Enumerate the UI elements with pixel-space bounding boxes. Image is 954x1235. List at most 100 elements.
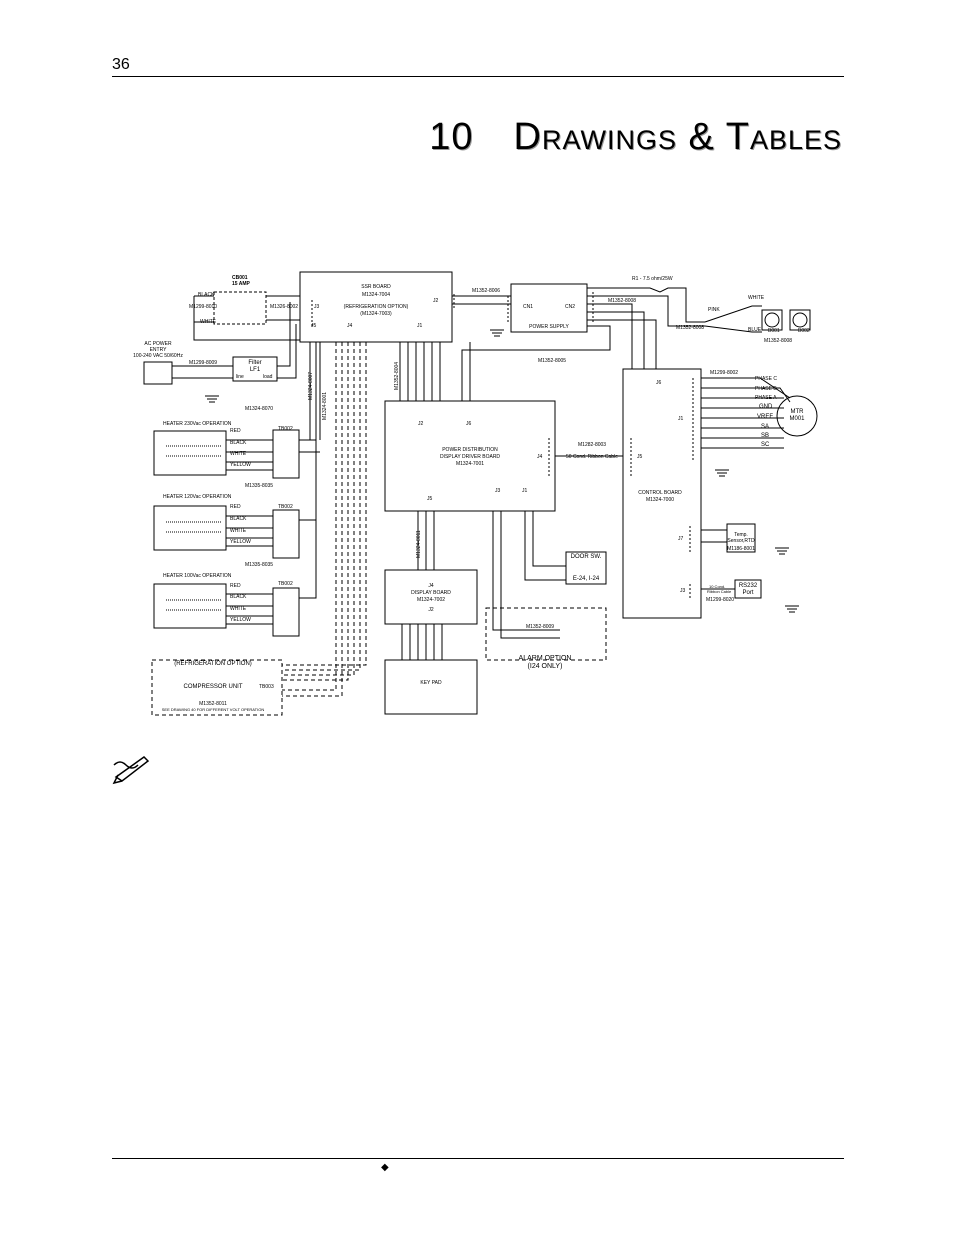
ssr-j3: J3 [314,304,320,310]
wire-yellow-1: YELLOW [230,462,251,468]
keypad-box [384,659,478,715]
pdd-line2: DISPLAY DRIVER BOARD [440,454,500,460]
page-number: 36 [112,56,130,73]
control-j7: J7 [678,536,684,542]
heater-1-cable: M1324-8070 [245,406,273,412]
ac-l3: 100-240 VAC 50/60Hz [133,353,183,359]
control-j3: J3 [680,588,686,594]
motor-id1: MTR [791,409,805,415]
filter-name: Filter [248,360,261,366]
phase-sa: SA [761,424,769,430]
note-pencil-icon [112,756,150,785]
resistor-label: R1 - 7.5 ohm/25W [632,276,673,282]
motor-circle [776,395,818,437]
comp-name: COMPRESSOR UNIT [183,684,242,690]
wire-white-3: WHITE [230,606,247,612]
rs232-l2: Port [742,590,753,596]
wire-red-2: RED [230,504,241,510]
cable-8006: M1352-8006 [472,288,500,294]
heater-3-tb: TB002 [278,581,293,587]
section-number: 10 [429,116,474,158]
keypad-name: KEY PAD [420,680,442,686]
display-board [384,569,478,625]
ribbon-cable: M1282-8003 [578,442,606,448]
temp-l2: Sensor,RTD [727,538,755,544]
fan-2 [789,309,811,331]
rs232-c1: 10 Cond. [709,584,725,589]
control-board [622,368,702,619]
pdd-part: M1324-7001 [456,461,484,467]
ac-l1: AC POWER [144,341,172,347]
heater-box-3 [153,583,227,629]
pdd-line1: POWER DISTRIBUTION [442,447,498,453]
comp-tb: TB003 [259,684,274,690]
header-rule [112,76,844,77]
cable-8004: M1352-8004 [394,362,400,390]
ssr-option: (REFRIGERATION OPTION) [344,304,409,310]
phase-sb: SB [761,433,769,439]
door-switch-box [565,551,607,585]
ssr-board [299,271,453,343]
rs232-cable: M1299-8020 [706,597,734,603]
tb-2 [272,509,300,559]
ssr-j1: J1 [417,323,423,329]
pdd-j2: J2 [418,421,424,427]
filter-load: load [263,374,273,380]
cable-8001: M1324-8001 [322,392,328,420]
footer-rule [112,1158,844,1159]
wire-red-3: RED [230,583,241,589]
heater-2-label: HEATER 120Vac OPERATION [163,494,232,500]
power-supply-box [510,283,588,333]
tb-3 [272,587,300,637]
display-part: M1324-7002 [417,597,445,603]
ssr-j4: J4 [347,323,353,329]
fan-blue: BLUE [748,327,762,333]
pdd-j3: J3 [495,488,501,494]
alarm-cable: M1352-8009 [526,624,554,630]
cable-ribbon: M1324-8011 [416,530,422,558]
control-j5: J5 [637,454,643,460]
motor-id2: M001 [789,416,805,422]
temp-sensor-box [726,523,756,553]
control-j6: J6 [656,380,662,386]
fan-b001: B001 [768,328,780,334]
ac-l2: ENTRY [150,347,168,353]
pdd-j1: J1 [522,488,528,494]
wire-black-1: BLACK [230,440,247,446]
breaker-rating: 15 AMP [232,281,251,287]
display-j4: J4 [428,583,434,589]
ssr-j5: J5 [311,323,317,329]
section-title: Drawings & Tables [513,116,842,158]
rs232-l1: RS232 [739,583,758,589]
control-name: CONTROL BOARD [638,490,682,496]
comp-note: SEE DRAWING 40 FOR DIFFERENT VOLT OPERAT… [162,707,265,712]
alarm-l1: ALARM OPTION [519,655,572,662]
filter-box [232,356,278,382]
phase-b: PHASE B [755,386,777,392]
motor-cable: M1299-8002 [710,370,738,376]
breaker-cable2: M1326-8002 [270,304,298,310]
phase-c: PHASE C [755,376,777,382]
heater-1-label: HEATER 230Vac OPERATION [163,421,232,427]
cable-8008: M1352-8008 [608,298,636,304]
pdd-j6: J6 [466,421,472,427]
phase-a: PHASE A [755,395,777,401]
ps-cn2: CN2 [565,304,575,310]
wire-yellow-3: YELLOW [230,617,251,623]
fan-pink: PINK [708,307,720,313]
temp-part: M1186-8001 [727,546,755,552]
fan-cable: M1352-8008 [764,338,792,344]
fan-cable2: M1352-8008 [676,325,704,331]
comp-cable: M1352-8011 [199,701,227,707]
ac-cable: M1299-8009 [189,360,217,366]
phase-gnd: GND [759,404,773,410]
door-models: E-24, I-24 [573,576,600,582]
phase-sc: SC [761,442,770,448]
cable-8007: M1324-8007 [308,372,314,400]
phase-vref: VREF [757,414,773,420]
pdd-j4: J4 [537,454,543,460]
fan-white: WHITE [748,295,765,301]
page-title: 10 Drawings & Tables [429,116,842,159]
filter-id: LF1 [250,367,261,373]
